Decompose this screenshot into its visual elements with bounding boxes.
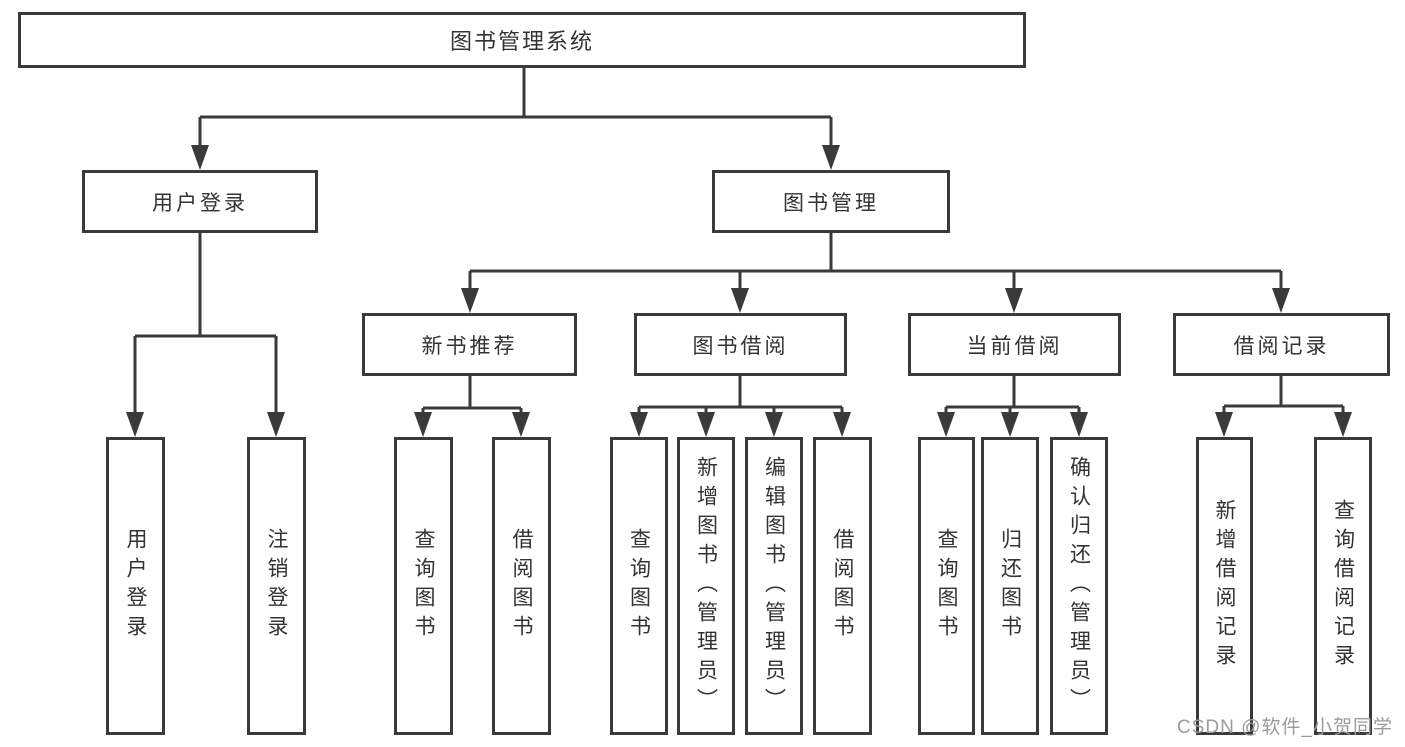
leaf-borrow-book-recommend: 借阅图书: [492, 437, 551, 735]
leaf-add-book-admin: 新增图书（管理员）: [677, 437, 735, 735]
node-system-root: 图书管理系统: [18, 12, 1026, 68]
node-book-management: 图书管理: [712, 170, 950, 233]
node-book-borrow: 图书借阅: [634, 313, 847, 376]
node-new-book-recommend: 新书推荐: [362, 313, 577, 376]
leaf-query-borrow-record: 查询借阅记录: [1314, 437, 1372, 735]
node-current-borrow: 当前借阅: [908, 313, 1121, 376]
leaf-query-book-borrow: 查询图书: [610, 437, 668, 735]
leaf-add-borrow-record: 新增借阅记录: [1196, 437, 1253, 735]
leaf-confirm-return-admin: 确认归还（管理员）: [1050, 437, 1108, 735]
leaf-user-login: 用户登录: [106, 437, 165, 735]
leaf-edit-book-admin: 编辑图书（管理员）: [745, 437, 803, 735]
arrowheads: [126, 145, 1352, 437]
leaf-return-book: 归还图书: [981, 437, 1039, 735]
leaf-borrow-book: 借阅图书: [813, 437, 872, 735]
leaf-query-book-current: 查询图书: [918, 437, 975, 735]
node-borrow-records: 借阅记录: [1173, 313, 1390, 376]
node-user-login: 用户登录: [82, 170, 318, 233]
leaf-query-book-recommend: 查询图书: [394, 437, 453, 735]
csdn-watermark: CSDN @软件_小贺同学: [1177, 717, 1393, 738]
leaf-logout: 注销登录: [247, 437, 306, 735]
